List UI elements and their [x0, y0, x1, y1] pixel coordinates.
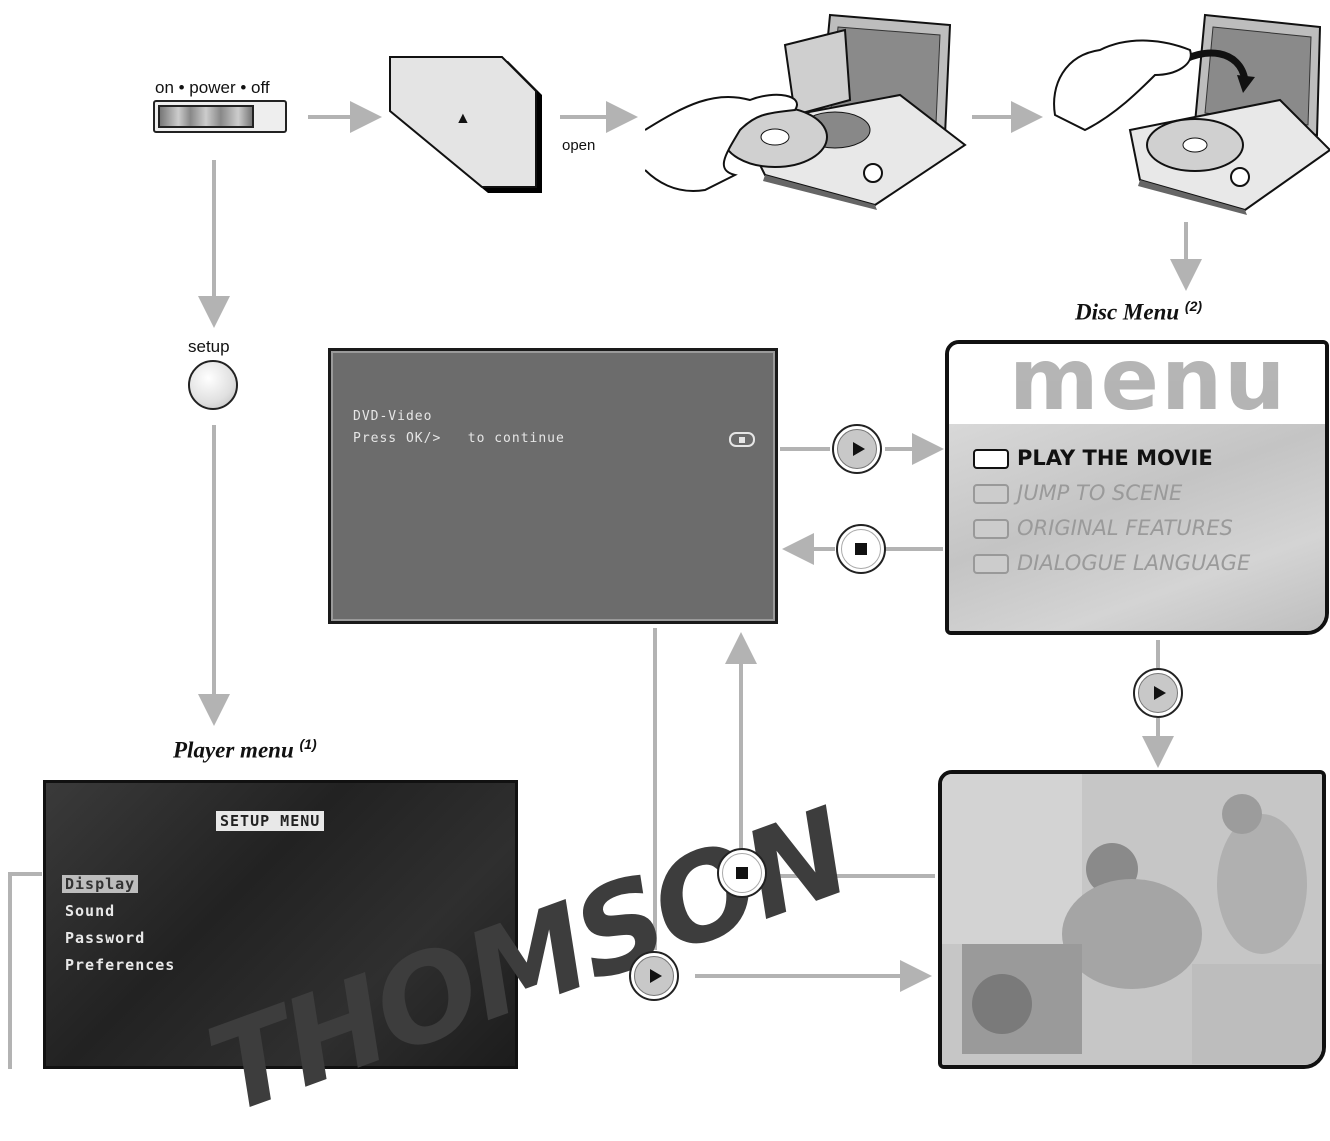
flow-arrows	[8, 101, 1202, 1069]
dvd-video-screen: DVD-Video Press OK/> to continue	[328, 348, 778, 624]
menu-bullet-icon	[973, 554, 1009, 574]
play-button[interactable]	[832, 424, 882, 474]
eject-icon: ▲	[455, 110, 471, 127]
eject-button[interactable]	[388, 55, 548, 200]
play-icon	[852, 442, 865, 456]
setup-item-sound[interactable]: Sound	[65, 902, 116, 920]
setup-button[interactable]	[188, 360, 238, 410]
disc-menu-heading: menu	[1009, 340, 1288, 430]
setup-menu-screen: THOMSON SETUP MENU Display Sound Passwor…	[43, 780, 864, 1141]
stop-icon	[855, 543, 867, 555]
menu-bullet-icon	[973, 484, 1009, 504]
movie-playback-screen	[938, 770, 1326, 1069]
player-insert-disc-illustration	[645, 13, 967, 210]
disc-menu-screen: menu PLAY THE MOVIE JUMP TO SCENE ORIGIN…	[945, 340, 1329, 635]
movie-still-image	[942, 774, 1322, 1065]
menu-item-dialogue-language[interactable]: DIALOGUE LANGUAGE	[973, 551, 1250, 575]
open-label: open	[562, 137, 596, 154]
setup-label: setup	[188, 337, 230, 356]
player-close-lid-illustration	[1053, 13, 1330, 215]
setup-item-display[interactable]: Display	[62, 875, 139, 893]
play-button-disc-menu[interactable]	[1133, 668, 1183, 718]
stop-icon	[736, 867, 748, 879]
player-menu-title: Player menu (1)	[173, 736, 317, 763]
ok-button-icon	[729, 432, 755, 447]
setup-item-password[interactable]: Password	[65, 929, 146, 947]
play-icon	[1153, 686, 1166, 700]
menu-item-jump-scene[interactable]: JUMP TO SCENE	[973, 481, 1182, 505]
power-switch[interactable]	[153, 100, 287, 133]
setup-item-preferences[interactable]: Preferences	[65, 956, 176, 974]
play-icon	[649, 969, 662, 983]
disc-menu-backdrop	[949, 424, 1325, 631]
play-button-dvd[interactable]	[629, 951, 679, 1001]
arrow-setup-display-line	[8, 872, 42, 1069]
selected-indicator-icon	[973, 449, 1009, 469]
stop-button-movie[interactable]	[717, 848, 767, 898]
menu-bullet-icon	[973, 519, 1009, 539]
power-switch-slider	[158, 105, 254, 128]
menu-item-original-features[interactable]: ORIGINAL FEATURES	[973, 516, 1233, 540]
dvd-video-label: DVD-Video	[353, 409, 433, 424]
setup-menu-heading: SETUP MENU	[216, 811, 325, 831]
stop-button[interactable]	[836, 524, 886, 574]
menu-item-play-movie[interactable]: PLAY THE MOVIE	[973, 446, 1213, 470]
disc-menu-title: Disc Menu (2)	[1075, 298, 1203, 325]
dvd-continue-prompt: Press OK/> to continue	[353, 431, 565, 446]
power-label: on • power • off	[155, 78, 270, 97]
disc-menu-header	[949, 344, 1325, 424]
